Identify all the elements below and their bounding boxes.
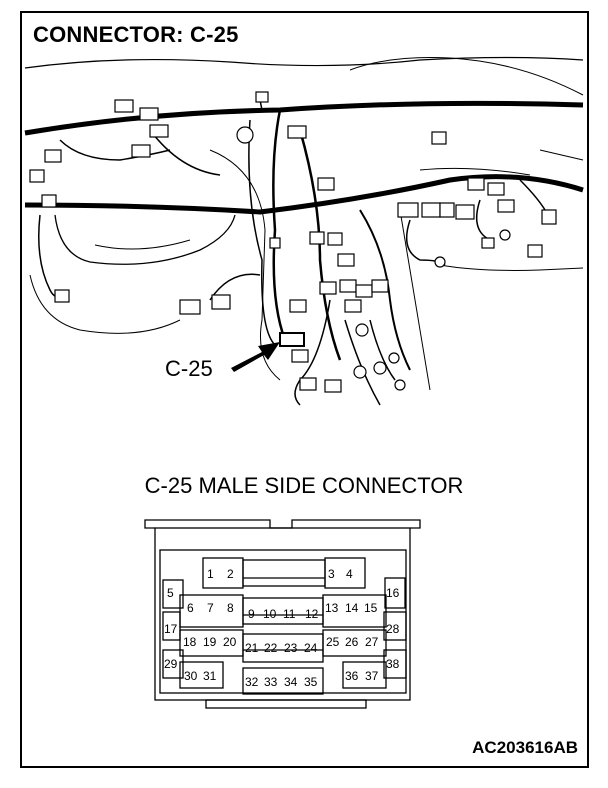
pin-4: 4: [346, 567, 353, 581]
pin-35: 35: [304, 675, 318, 689]
pin-13: 13: [325, 601, 339, 615]
callout-arrow: [231, 342, 280, 372]
pin-38: 38: [386, 657, 400, 671]
dashboard-outline: [24, 56, 584, 391]
pin-31: 31: [203, 669, 217, 683]
pin-32: 32: [245, 675, 259, 689]
pin-19: 19: [203, 635, 217, 649]
diagram-frame: [20, 11, 589, 768]
pin-21: 21: [245, 641, 259, 655]
pin-6: 6: [187, 601, 194, 615]
pin-12: 12: [305, 607, 319, 621]
pin-26: 26: [345, 635, 359, 649]
connector-pin-labels: 1 2 3 4 5 6 7 8 9 10 11 12 13 14 15 16 1…: [164, 567, 400, 689]
pin-16: 16: [386, 586, 400, 600]
pin-15: 15: [364, 601, 378, 615]
pin-24: 24: [304, 641, 318, 655]
pin-34: 34: [284, 675, 298, 689]
pin-36: 36: [345, 669, 359, 683]
harness-connectors: [29, 91, 557, 393]
callout-label: C-25: [165, 356, 213, 381]
connector-face: [144, 519, 421, 709]
pin-25: 25: [326, 635, 340, 649]
pin-10: 10: [263, 607, 277, 621]
pin-37: 37: [365, 669, 379, 683]
pin-29: 29: [164, 657, 178, 671]
pin-1: 1: [207, 567, 214, 581]
pin-23: 23: [284, 641, 298, 655]
pin-14: 14: [345, 601, 359, 615]
connector-subtitle: C-25 MALE SIDE CONNECTOR: [144, 473, 464, 498]
pin-18: 18: [183, 635, 197, 649]
pin-30: 30: [184, 669, 198, 683]
pin-28: 28: [386, 622, 400, 636]
pin-7: 7: [207, 601, 214, 615]
pin-9: 9: [248, 607, 255, 621]
pin-33: 33: [264, 675, 278, 689]
figure-code: AC203616AB: [472, 738, 578, 757]
pin-8: 8: [227, 601, 234, 615]
pin-27: 27: [365, 635, 379, 649]
pin-3: 3: [328, 567, 335, 581]
pin-5: 5: [167, 586, 174, 600]
pin-20: 20: [223, 635, 237, 649]
pin-2: 2: [227, 567, 234, 581]
pin-11: 11: [283, 607, 296, 621]
pin-17: 17: [164, 622, 178, 636]
wire-harness: [24, 99, 584, 406]
pin-22: 22: [264, 641, 278, 655]
diagram-title: CONNECTOR: C-25: [33, 22, 239, 47]
